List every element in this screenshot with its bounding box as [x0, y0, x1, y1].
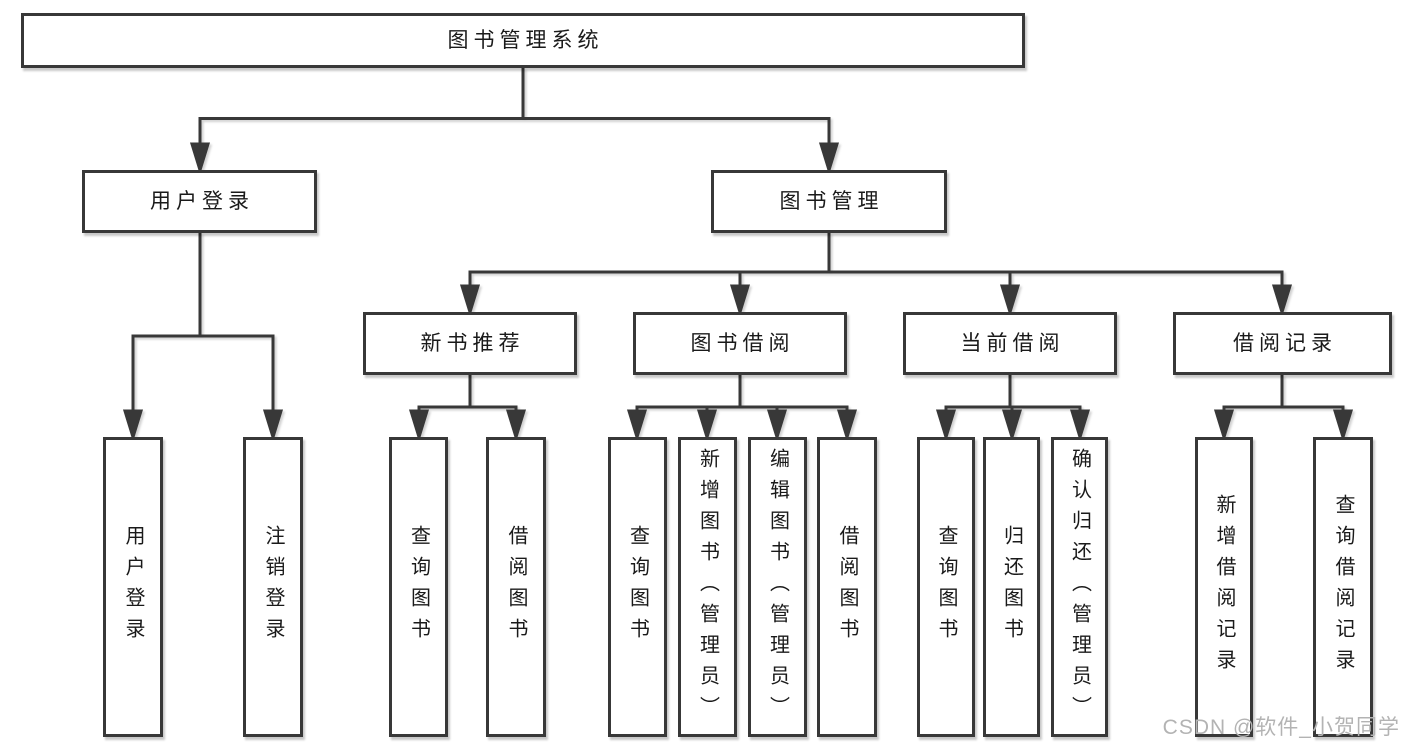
leaf-user-login-label: 用户登录: [122, 525, 144, 649]
leaf-add-borrow-record: 新增借阅记录: [1195, 437, 1253, 737]
arrowhead: [836, 409, 858, 443]
node-current-borrow-label: 当前借阅: [960, 332, 1065, 355]
node-borrow-records-label: 借阅记录: [1233, 332, 1337, 355]
leaf-add-borrow-record-label: 新增借阅记录: [1213, 494, 1235, 680]
leaf-user-login: 用户登录: [103, 437, 163, 737]
leaf-query-borrow-record: 查询借阅记录: [1313, 437, 1373, 737]
node-book-borrow-label: 图书借阅: [690, 332, 795, 355]
leaf-logout-label: 注销登录: [262, 525, 284, 649]
arrowhead: [262, 409, 284, 443]
node-root: 图书管理系统: [21, 13, 1025, 68]
node-root-label: 图书管理系统: [447, 29, 604, 52]
leaf-query-books-1-label: 查询图书: [407, 525, 430, 649]
node-current-borrow: 当前借阅: [903, 312, 1117, 375]
arrowhead: [459, 284, 481, 318]
arrowhead: [766, 409, 788, 443]
leaf-query-books-3-label: 查询图书: [935, 525, 957, 649]
arrowhead: [1332, 409, 1354, 443]
leaf-confirm-return-admin: 确认归还（管理员）: [1051, 437, 1108, 737]
connector-borrowrecords-to-leaves: [1213, 375, 1354, 443]
arrowhead: [1213, 409, 1235, 443]
csdn-watermark: CSDN @软件_小贺同学: [1162, 716, 1400, 739]
arrowhead: [999, 284, 1021, 318]
arrowhead: [818, 142, 840, 176]
connector-bookborrow-to-leaves: [626, 375, 858, 443]
node-user-login-label: 用户登录: [150, 190, 254, 213]
leaf-return-books: 归还图书: [983, 437, 1040, 737]
leaf-return-books-label: 归还图书: [1000, 525, 1023, 649]
node-book-manage-label: 图书管理: [779, 190, 884, 213]
node-borrow-records: 借阅记录: [1173, 312, 1392, 375]
leaf-borrow-books-1: 借阅图书: [486, 437, 546, 737]
arrowhead: [122, 409, 144, 443]
arrowhead: [189, 142, 211, 176]
leaf-add-books-admin: 新增图书（管理员）: [678, 437, 737, 737]
arrowhead: [729, 284, 751, 318]
leaf-add-books-admin-label: 新增图书（管理员）: [696, 447, 719, 727]
arrowhead: [505, 409, 527, 443]
arrowhead: [935, 409, 957, 443]
leaf-query-books-3: 查询图书: [917, 437, 975, 737]
arrowhead: [1271, 284, 1293, 318]
leaf-logout: 注销登录: [243, 437, 303, 737]
connector-root-to-level2: [189, 68, 840, 176]
arrowhead: [1001, 409, 1023, 443]
leaf-borrow-books-2: 借阅图书: [817, 437, 877, 737]
leaf-query-books-2-label: 查询图书: [626, 525, 649, 649]
leaf-edit-books-admin: 编辑图书（管理员）: [748, 437, 807, 737]
arrowhead: [408, 409, 430, 443]
arrowhead: [1069, 409, 1091, 443]
arrowhead: [696, 409, 718, 443]
node-book-borrow: 图书借阅: [633, 312, 847, 375]
node-new-book-recommend-label: 新书推荐: [420, 332, 525, 355]
leaf-query-books-2: 查询图书: [608, 437, 667, 737]
leaf-borrow-books-1-label: 借阅图书: [505, 525, 527, 649]
connector-bookmanage-to-level3: [459, 233, 1293, 318]
leaf-confirm-return-admin-label: 确认归还（管理员）: [1068, 447, 1091, 727]
leaf-query-borrow-record-label: 查询借阅记录: [1332, 494, 1354, 680]
leaf-query-books-1: 查询图书: [389, 437, 448, 737]
node-user-login: 用户登录: [82, 170, 317, 233]
node-book-manage: 图书管理: [711, 170, 947, 233]
arrowhead: [626, 409, 648, 443]
connector-userlogin-to-leaves: [122, 233, 284, 443]
node-new-book-recommend: 新书推荐: [363, 312, 577, 375]
connector-currentborrow-to-leaves: [935, 375, 1091, 443]
leaf-borrow-books-2-label: 借阅图书: [836, 525, 858, 649]
connector-newbook-to-leaves: [408, 375, 527, 443]
leaf-edit-books-admin-label: 编辑图书（管理员）: [766, 447, 789, 727]
